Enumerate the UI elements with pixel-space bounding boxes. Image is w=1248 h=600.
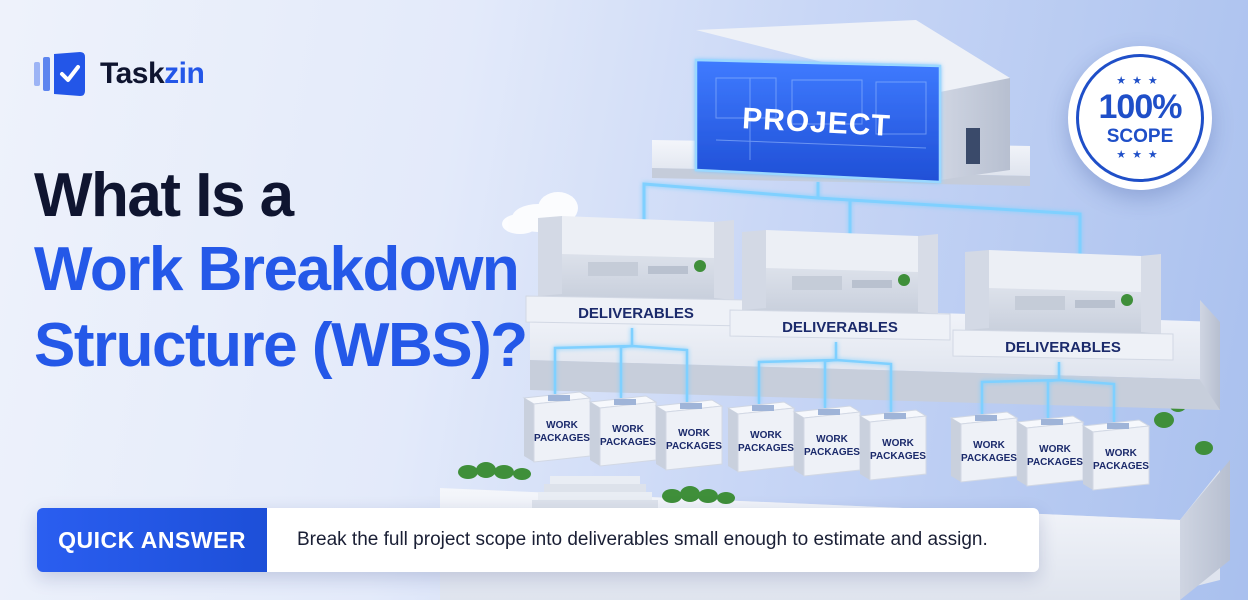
seal-ring: ★★★ 100% SCOPE ★★★	[1076, 54, 1204, 182]
quick-answer-text: Break the full project scope into delive…	[267, 508, 1039, 572]
brand-logo[interactable]: Taskzin	[32, 50, 205, 98]
brand-name: Taskzin	[100, 57, 205, 90]
work-package-label: WORK	[973, 440, 1005, 451]
work-package-label: PACKAGES	[961, 453, 1017, 464]
package-connectors	[553, 328, 689, 402]
work-package-label: PACKAGES	[804, 447, 860, 458]
work-package-label: PACKAGES	[870, 451, 926, 462]
work-package-box: WORK PACKAGES	[522, 391, 592, 463]
checkmark-icon	[32, 50, 88, 98]
star-icon: ★★★	[1116, 75, 1164, 87]
deliverable-label: DELIVERABLES	[782, 319, 898, 336]
work-package-box: WORK PACKAGES	[949, 411, 1019, 483]
deliverable-2: DELIVERABLES	[729, 230, 951, 341]
title-line-1: What Is a	[34, 161, 294, 230]
work-package-label: WORK	[816, 434, 848, 445]
deliverable-3: DELIVERABLES	[952, 250, 1174, 361]
work-package-box: WORK PACKAGES	[858, 409, 928, 481]
work-package-label: WORK	[678, 428, 710, 439]
work-package-label: WORK	[612, 424, 644, 435]
project-building: PROJECT	[652, 20, 1030, 186]
work-package-label: WORK	[546, 420, 578, 431]
work-package-box: WORK PACKAGES	[588, 395, 658, 467]
quick-answer-tag: QUICK ANSWER	[37, 508, 267, 572]
wbs-illustration: PROJECT DELIVERABLES DELIVERABLES DELIVERA…	[420, 0, 1248, 600]
work-package-box: WORK PACKAGES	[1081, 419, 1151, 491]
deliverable-label: DELIVERABLES	[578, 305, 694, 322]
project-label: PROJECT	[741, 102, 891, 143]
cloud-decoration	[502, 192, 578, 234]
work-package-box: WORK PACKAGES	[1015, 415, 1085, 487]
work-package-box: WORK PACKAGES	[792, 405, 862, 477]
work-package-label: PACKAGES	[600, 437, 656, 448]
project-connectors	[642, 182, 1082, 264]
work-package-label: PACKAGES	[1093, 461, 1149, 472]
work-package-label: WORK	[1105, 448, 1137, 459]
seal-percentage: 100%	[1098, 88, 1183, 126]
deliverable-1: DELIVERABLES	[525, 216, 747, 327]
title-line-3: Structure (WBS)?	[34, 311, 528, 380]
package-connectors	[757, 342, 893, 412]
work-package-label: WORK	[882, 438, 914, 449]
star-icon: ★★★	[1116, 149, 1164, 161]
work-package-label: PACKAGES	[666, 441, 722, 452]
quick-answer-bar: QUICK ANSWER Break the full project scop…	[37, 508, 1039, 572]
page-title: What Is a Work Breakdown Structure (WBS)…	[34, 160, 594, 384]
title-line-2: Work Breakdown	[34, 235, 520, 304]
work-package-label: WORK	[750, 430, 782, 441]
work-package-label: PACKAGES	[534, 433, 590, 444]
work-package-label: WORK	[1039, 444, 1071, 455]
work-package-label: PACKAGES	[738, 443, 794, 454]
seal-label: SCOPE	[1106, 126, 1174, 147]
package-connectors	[980, 362, 1116, 422]
work-package-box: WORK PACKAGES	[726, 401, 796, 473]
scope-seal: ★★★ 100% SCOPE ★★★	[1068, 46, 1212, 190]
deliverable-label: DELIVERABLES	[1005, 339, 1121, 356]
work-package-label: PACKAGES	[1027, 457, 1083, 468]
work-package-box: WORK PACKAGES	[654, 399, 724, 471]
